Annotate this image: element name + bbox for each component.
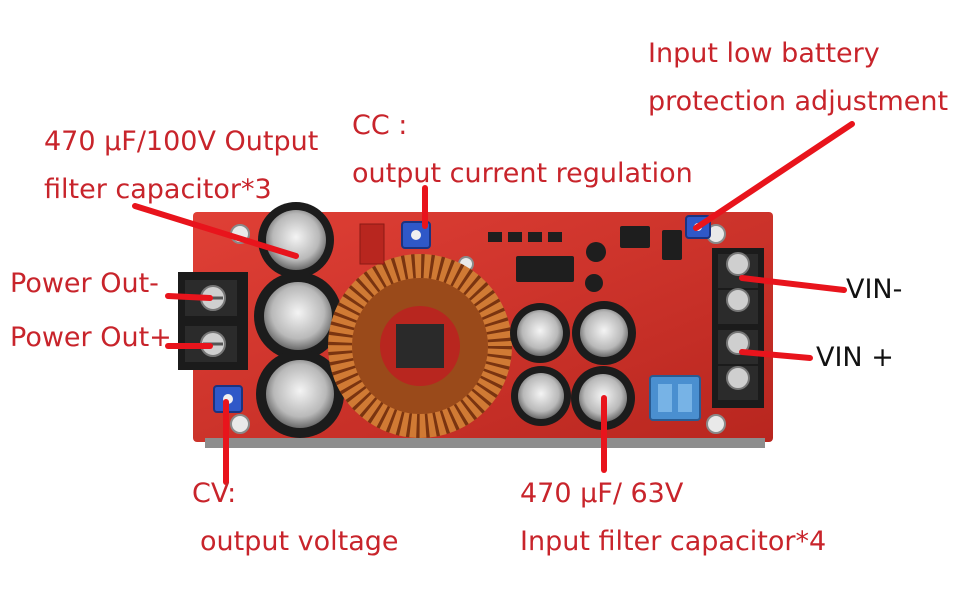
label-power-out-minus: Power Out- [10,268,159,299]
pointer-vin-minus [739,275,847,293]
ic-components [359,223,682,292]
label-input-cap-line1: 470 μF/ 63V [520,478,684,509]
label-cc-line2: output current regulation [352,158,693,189]
label-input-cap-line2: Input filter capacitor*4 [520,526,827,557]
label-input-low-battery-line2: protection adjustment [648,86,949,117]
label-cv-line2: output voltage [200,526,399,557]
pointer-output-cap [132,203,299,259]
label-input-low-battery-line1: Input low battery [648,38,880,69]
mounting-holes [230,224,726,434]
toroidal-inductor [328,254,512,438]
label-cc-line1: CC : [352,110,408,141]
pointer-vin-plus [739,349,813,361]
input-terminal-block [712,248,764,408]
pointer-power-out-minus [165,293,213,301]
label-vin-minus: VIN- [846,274,903,305]
label-output-cap-line1: 470 μF/100V Output [44,126,319,157]
input-capacitors [510,301,636,430]
heatsink-edge [205,438,765,448]
label-power-out-plus: Power Out+ [10,322,172,353]
pointer-input-low-battery [693,121,855,231]
label-output-cap-line2: filter capacitor*3 [44,174,272,205]
label-cv-line1: CV: [192,478,237,509]
label-vin-plus: VIN + [816,342,894,373]
blue-dip-switch [649,375,701,421]
output-capacitors [254,202,344,438]
